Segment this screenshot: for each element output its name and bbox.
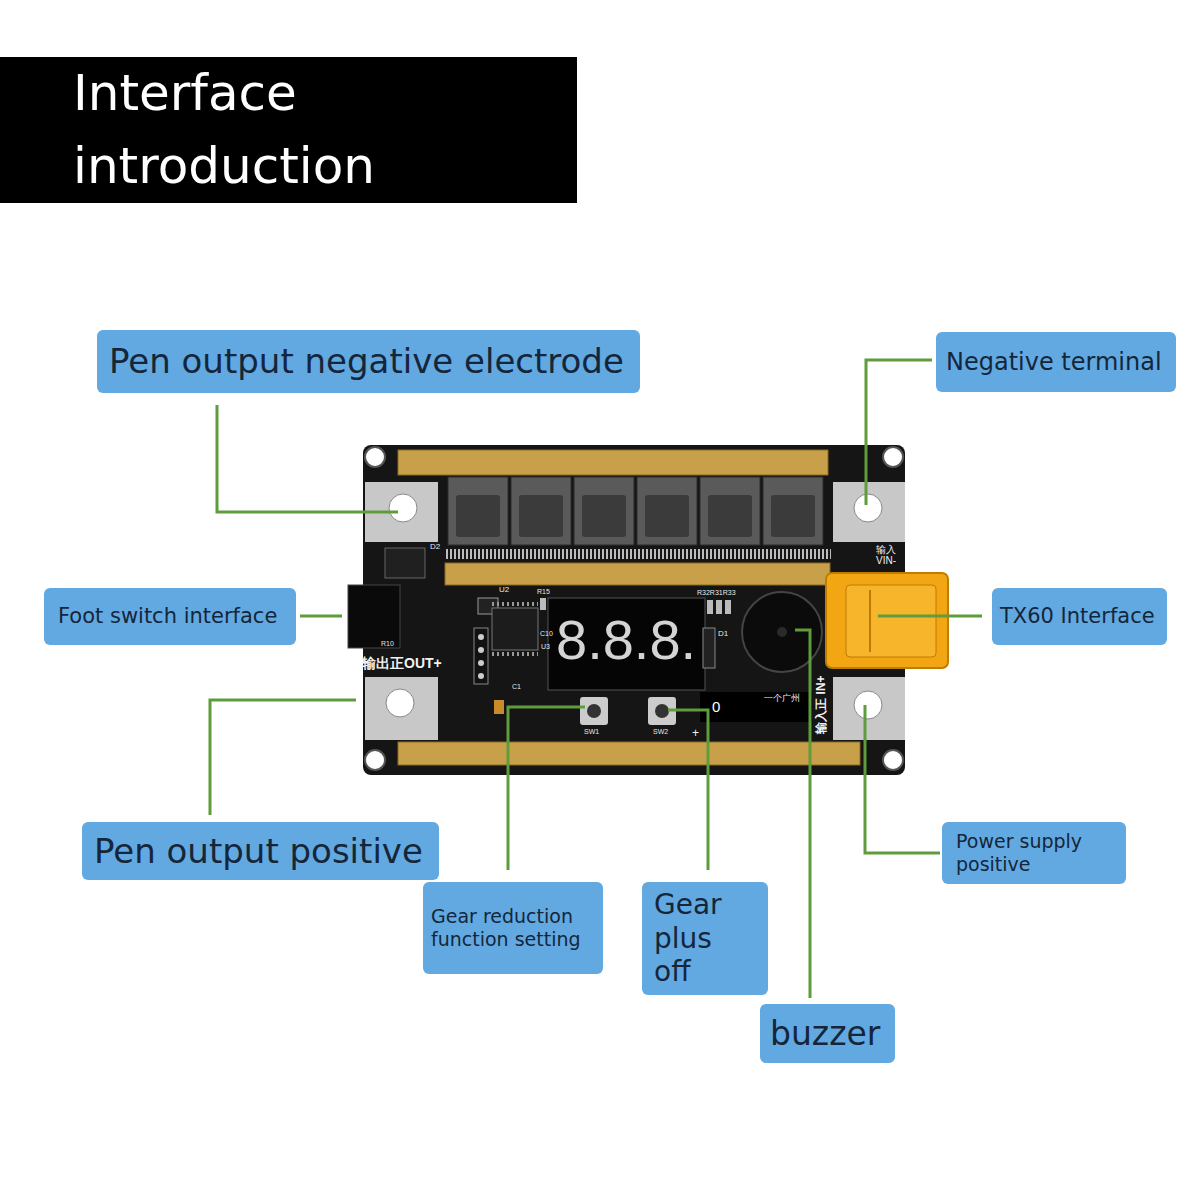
board-marking: R10: [381, 640, 394, 648]
page-title: Interface introduction: [73, 57, 513, 203]
callout-box: Gear plus off: [642, 882, 768, 995]
board-marking: 输入 VIN-: [876, 544, 906, 566]
callout-box: buzzer: [760, 1004, 895, 1063]
callout-text: Foot switch interface: [58, 604, 282, 629]
callout-text: Negative terminal: [946, 348, 1166, 377]
board-marking: U3: [541, 643, 550, 651]
callout-text: Gear reduction function setting: [431, 905, 595, 951]
callout-text: Pen output negative electrode: [109, 341, 628, 382]
board-marking: D2: [430, 543, 440, 552]
leader-lines: [210, 360, 982, 998]
callout-text: Pen output positive: [94, 831, 427, 872]
callout-box: Pen output negative electrode: [97, 330, 640, 393]
display-digits: 8.8.8.: [556, 609, 696, 671]
board-marking: SW1: [584, 728, 599, 736]
board-marking: R15: [537, 588, 550, 596]
board-marking: C1: [512, 683, 521, 691]
board-marking: 输出正OUT+: [362, 656, 442, 671]
callout-box: Power supply positive: [942, 822, 1126, 884]
title-band: [0, 57, 577, 203]
board-marking: 一个广州: [764, 694, 800, 704]
board-marking: C10: [540, 630, 553, 638]
board-marking: U2: [499, 586, 509, 595]
board-marking: 0: [712, 699, 720, 716]
callout-box: Pen output positive: [82, 822, 439, 880]
callout-text: buzzer: [770, 1014, 885, 1054]
callout-box: Negative terminal: [936, 332, 1176, 392]
callout-box: TX60 Interface: [992, 588, 1167, 645]
callout-text: TX60 Interface: [1000, 604, 1159, 629]
callout-box: Foot switch interface: [44, 588, 296, 645]
callout-box: Gear reduction function setting: [423, 882, 603, 974]
board-marking: R32R31R33: [697, 589, 736, 597]
callout-text: Gear plus off: [654, 888, 756, 989]
board-marking: D1: [718, 630, 728, 639]
board-marking: SW2: [653, 728, 668, 736]
board-marking: 输入正 IN+: [815, 675, 828, 733]
board-marking: +: [692, 727, 699, 740]
callout-text: Power supply positive: [956, 830, 1112, 876]
pcb-board: [348, 445, 948, 775]
